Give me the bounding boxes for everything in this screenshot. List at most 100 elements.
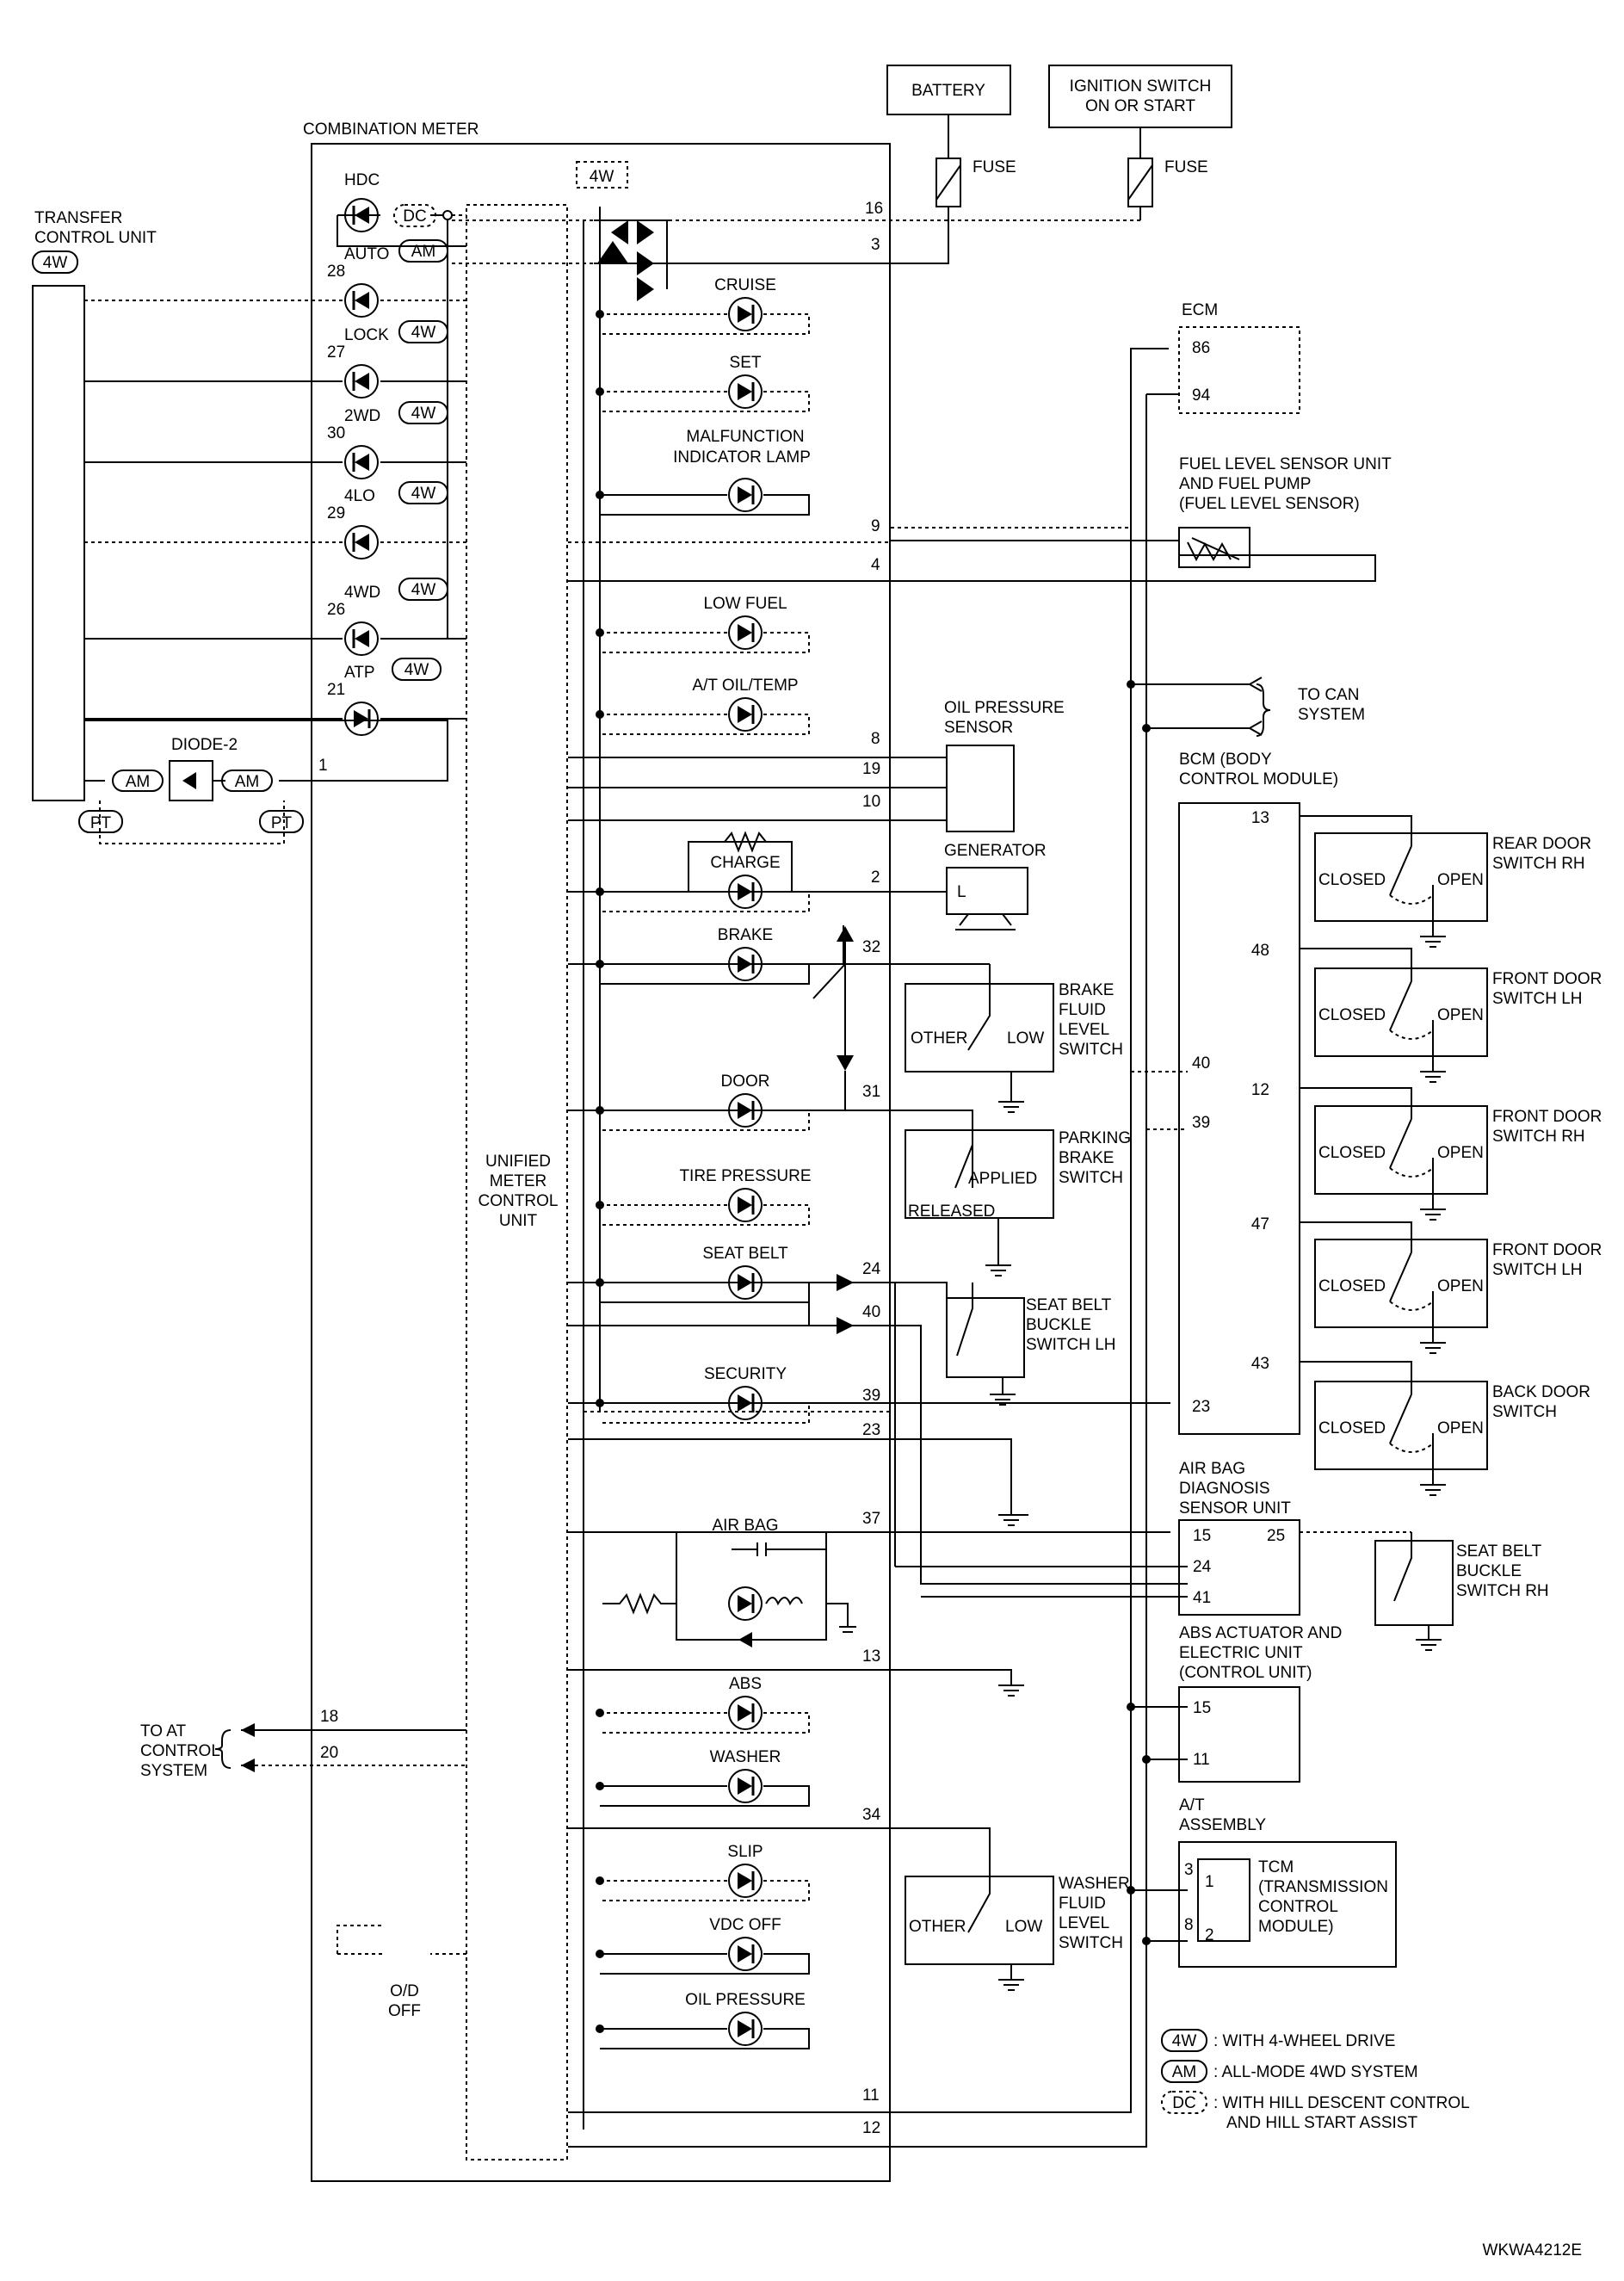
seatbelt-rh-label: SEAT BELT BUCKLE SWITCH RH bbox=[1456, 1542, 1549, 1600]
lamp-low-fuel bbox=[728, 615, 763, 650]
badge-atp: 4W bbox=[392, 658, 442, 681]
fuel-sensor-label: FUEL LEVEL SENSOR UNIT AND FUEL PUMP (FU… bbox=[1179, 455, 1392, 513]
to-can-label: TO CAN SYSTEM bbox=[1298, 686, 1365, 724]
at-arrow-18 bbox=[241, 1723, 255, 1737]
parking-brake-switch-box bbox=[905, 1129, 1054, 1219]
diode2-label: DIODE-2 bbox=[171, 736, 238, 754]
svg-text:CONTROL UNIT: CONTROL UNIT bbox=[34, 229, 157, 247]
badge-4w-transfer bbox=[32, 250, 78, 274]
legend-text2-dc: AND HILL START ASSIST bbox=[1226, 2114, 1417, 2132]
svg-text:BRAKE: BRAKE bbox=[1059, 1149, 1114, 1167]
svg-text:2: 2 bbox=[1205, 1926, 1214, 1944]
svg-text:40: 40 bbox=[862, 1303, 880, 1321]
label-set: SET bbox=[730, 354, 762, 372]
bcm-box bbox=[1178, 802, 1300, 1435]
badge-am-diode-l bbox=[112, 770, 164, 792]
svg-text:10: 10 bbox=[862, 793, 880, 811]
svg-text:TCM: TCM bbox=[1258, 1858, 1294, 1876]
svg-text:BUCKLE: BUCKLE bbox=[1456, 1562, 1522, 1580]
label-brake: BRAKE bbox=[718, 926, 773, 944]
svg-text:BRAKE: BRAKE bbox=[1059, 981, 1114, 999]
svg-text:SENSOR: SENSOR bbox=[944, 719, 1013, 737]
svg-text:PT: PT bbox=[90, 814, 112, 832]
brake-fluid-switch-label: BRAKE FLUID LEVEL SWITCH bbox=[1059, 981, 1123, 1059]
lamp-tire-pressure bbox=[728, 1188, 763, 1222]
label-slip: SLIP bbox=[727, 1843, 763, 1861]
door-switch-sub-4: SWITCH LH bbox=[1492, 1261, 1583, 1279]
badge-pt-left bbox=[78, 810, 123, 833]
closed-label-2: CLOSED bbox=[1318, 1006, 1386, 1024]
airbag-resistor bbox=[602, 1592, 676, 1615]
fuel-sensor-symbol bbox=[1187, 537, 1240, 562]
lamp-4lo bbox=[344, 525, 379, 559]
label-low-fuel: LOW FUEL bbox=[703, 595, 787, 613]
label-malfunction: MALFUNCTION bbox=[686, 428, 804, 446]
brake-diode-2 bbox=[837, 1055, 854, 1071]
unified-meter-control-unit bbox=[466, 204, 568, 2160]
svg-text:15: 15 bbox=[1193, 1527, 1211, 1545]
svg-text:AM: AM bbox=[1172, 2063, 1197, 2081]
svg-text:12: 12 bbox=[862, 2119, 880, 2137]
badge-4w-supply bbox=[576, 161, 628, 189]
badge-dc: DC bbox=[393, 204, 436, 227]
svg-text:39: 39 bbox=[862, 1387, 880, 1405]
svg-text:DIAGNOSIS: DIAGNOSIS bbox=[1179, 1480, 1270, 1498]
svg-text:(TRANSMISSION: (TRANSMISSION bbox=[1258, 1878, 1388, 1896]
lamp-2wd bbox=[344, 445, 379, 479]
svg-text:CONTROL: CONTROL bbox=[1258, 1898, 1338, 1916]
ignition-switch-label: IGNITION SWITCH ON OR START bbox=[1070, 77, 1212, 115]
charge-resistor-wire bbox=[688, 841, 793, 892]
legend-text-am: : ALL-MODE 4WD SYSTEM bbox=[1213, 2063, 1418, 2081]
door-switch-label-5: BACK DOOR bbox=[1492, 1383, 1590, 1401]
svg-text:34: 34 bbox=[862, 1806, 881, 1824]
svg-text:RELEASED: RELEASED bbox=[908, 1202, 995, 1221]
svg-text:(FUEL LEVEL SENSOR): (FUEL LEVEL SENSOR) bbox=[1179, 495, 1360, 513]
generator-ground bbox=[955, 913, 1016, 930]
brake-fluid-switch-box bbox=[905, 983, 1054, 1073]
diode2-symbol bbox=[182, 772, 196, 789]
at-arrow-20 bbox=[241, 1759, 255, 1772]
open-label-5: OPEN bbox=[1437, 1419, 1484, 1437]
legend-text-dc: : WITH HILL DESCENT CONTROL bbox=[1213, 2094, 1470, 2112]
supply-diode-5 bbox=[637, 277, 654, 301]
svg-text:MODULE): MODULE) bbox=[1258, 1918, 1334, 1936]
door-switch-sub-2: SWITCH LH bbox=[1492, 990, 1583, 1008]
svg-text:4W: 4W bbox=[1172, 2032, 1197, 2050]
svg-text:OIL PRESSURE: OIL PRESSURE bbox=[944, 699, 1065, 717]
pin-1: 1 bbox=[318, 757, 328, 775]
can-arrows bbox=[1249, 677, 1263, 736]
generator-terminal: L bbox=[957, 883, 966, 901]
svg-text:AM: AM bbox=[126, 773, 151, 791]
svg-text:LOW: LOW bbox=[1007, 1029, 1044, 1048]
svg-text:TRANSFER: TRANSFER bbox=[34, 209, 122, 227]
to-at-label: TO AT CONTROL SYSTEM bbox=[140, 1722, 220, 1780]
fuse-label-1: FUSE bbox=[973, 158, 1016, 176]
svg-text:BCM (BODY: BCM (BODY bbox=[1179, 751, 1272, 769]
supply-diode-1 bbox=[611, 220, 628, 244]
washer-fluid-switch-box bbox=[905, 1876, 1054, 1965]
svg-text:APPLIED: APPLIED bbox=[968, 1170, 1037, 1188]
svg-text:CONTROL: CONTROL bbox=[140, 1742, 220, 1760]
legend-badge-am: AM bbox=[1161, 2060, 1207, 2083]
open-label-1: OPEN bbox=[1437, 871, 1484, 889]
svg-text:1: 1 bbox=[1205, 1873, 1214, 1891]
svg-text:O/D: O/D bbox=[390, 1982, 419, 2000]
svg-text:WASHER: WASHER bbox=[1059, 1875, 1130, 1893]
lamp-air-bag bbox=[728, 1586, 763, 1621]
svg-text:4: 4 bbox=[871, 556, 880, 574]
svg-text:24: 24 bbox=[1193, 1558, 1212, 1576]
label-charge: CHARGE bbox=[710, 854, 780, 872]
door-switch-sub-1: SWITCH RH bbox=[1492, 855, 1585, 873]
svg-text:UNIT: UNIT bbox=[499, 1212, 538, 1230]
svg-text:AIR BAG: AIR BAG bbox=[1179, 1460, 1245, 1478]
svg-text:15: 15 bbox=[1193, 1699, 1211, 1717]
svg-text:SEAT BELT: SEAT BELT bbox=[1026, 1296, 1112, 1314]
svg-text:2: 2 bbox=[871, 869, 880, 887]
oil-sensor-box bbox=[946, 745, 1015, 832]
fuse-label-2: FUSE bbox=[1164, 158, 1208, 176]
badge-lock: 4W bbox=[398, 320, 448, 343]
svg-text:SEAT BELT: SEAT BELT bbox=[1456, 1542, 1542, 1561]
svg-text:4W: 4W bbox=[411, 405, 436, 423]
ecm-pin-94: 94 bbox=[1192, 386, 1211, 405]
